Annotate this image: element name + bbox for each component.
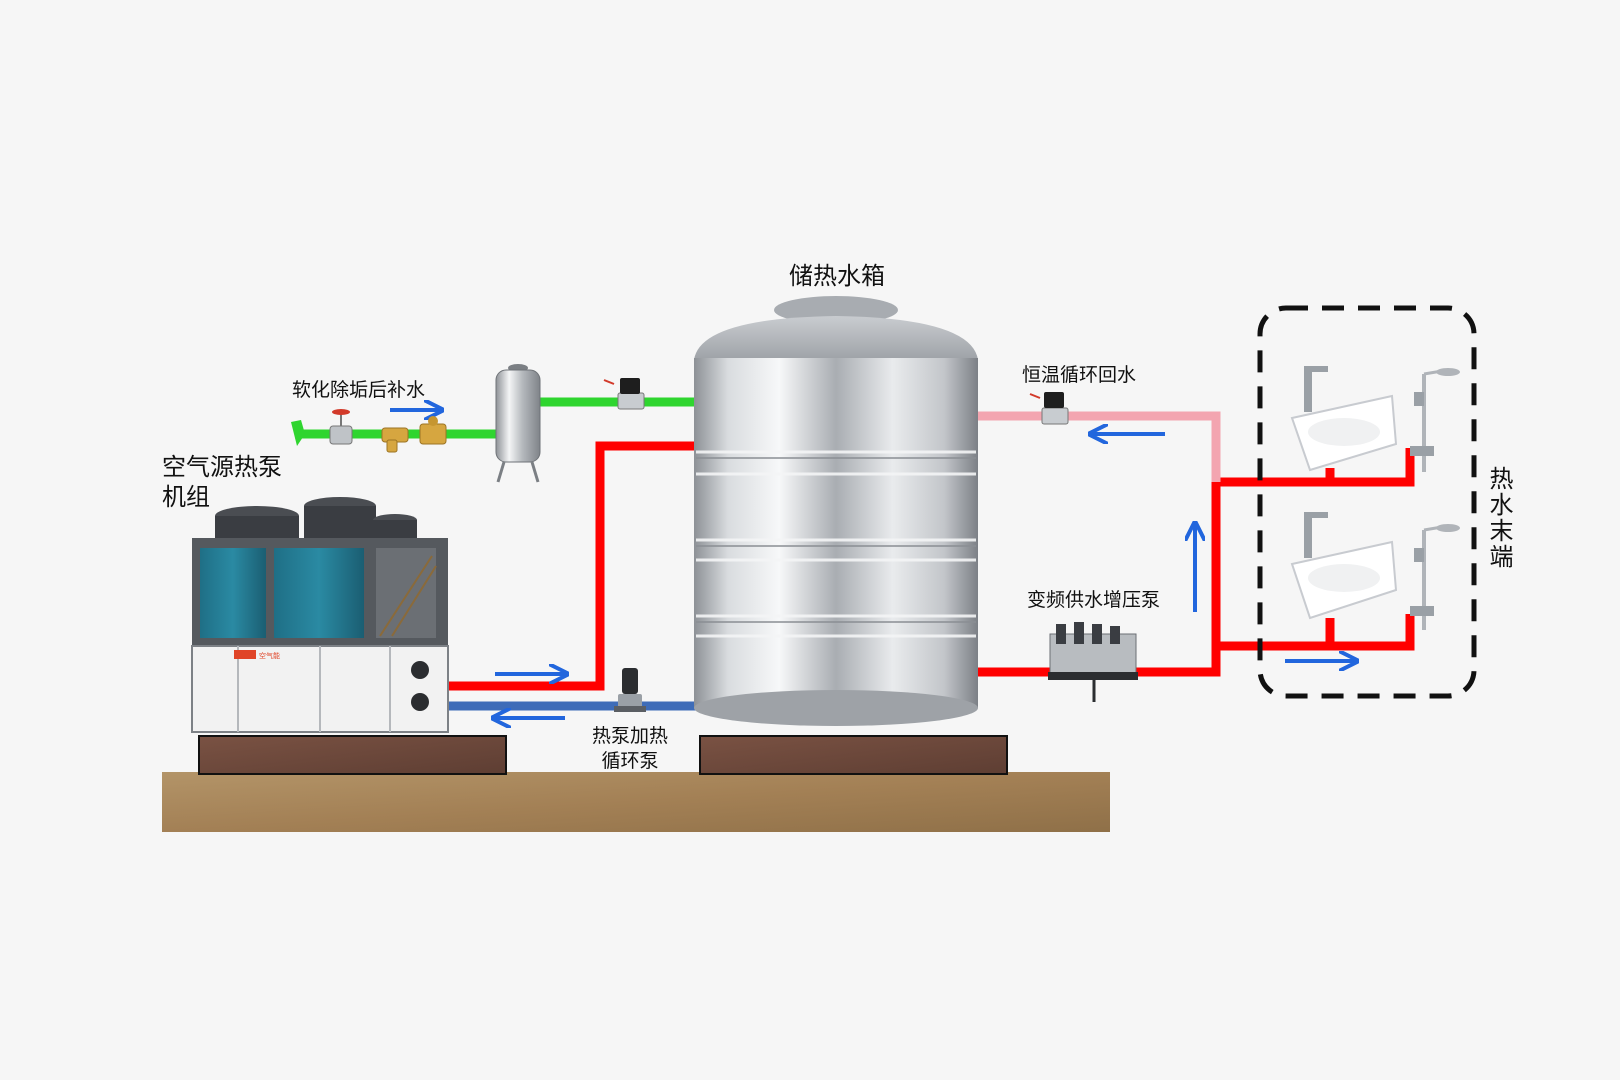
shower-set-icon (1410, 524, 1460, 630)
ground (162, 772, 1110, 832)
check-valve-icon (419, 416, 447, 445)
heat-pump-brand: 空气能 (259, 651, 280, 660)
recirc-return-label: 恒温循环回水 (1022, 364, 1137, 386)
hot-pipe-heatpump-tank (448, 441, 700, 691)
heat-pump-unit-label: 空气源热泵 机组 (162, 453, 282, 511)
return-pipe (978, 411, 1221, 482)
heating-circ-pump-label: 热泵加热 循环泵 (592, 725, 669, 772)
booster-pump-label: 变频供水增压泵 (1027, 589, 1161, 611)
makeup-inlet-icon (291, 420, 305, 446)
filter-vessel-icon (495, 364, 541, 483)
wash-basin-icon (1290, 366, 1398, 472)
hot-supply-lower (1216, 614, 1415, 651)
solenoid-valve-icon (603, 378, 645, 410)
gate-valve-icon (329, 409, 353, 445)
tank-label: 储热水箱 (789, 262, 885, 290)
flow-arrows (390, 410, 1355, 718)
storage-tank-icon (694, 296, 978, 726)
return-solenoid-valve-icon (1029, 392, 1069, 425)
y-strainer-icon (381, 427, 409, 453)
heat-pump-pedestal (198, 735, 507, 775)
shower-set-icon (1410, 368, 1460, 472)
vertical-pump-icon (614, 668, 646, 712)
wash-basin-icon (1290, 512, 1398, 620)
tank-pedestal (699, 735, 1008, 775)
heat-pump-unit-icon (191, 497, 449, 733)
terminal-label: 热水末端 (1485, 466, 1513, 570)
booster-pump-set-icon (1048, 622, 1138, 702)
terminal-boundary (1257, 305, 1477, 699)
makeup-water-label: 软化除垢后补水 (292, 379, 426, 401)
